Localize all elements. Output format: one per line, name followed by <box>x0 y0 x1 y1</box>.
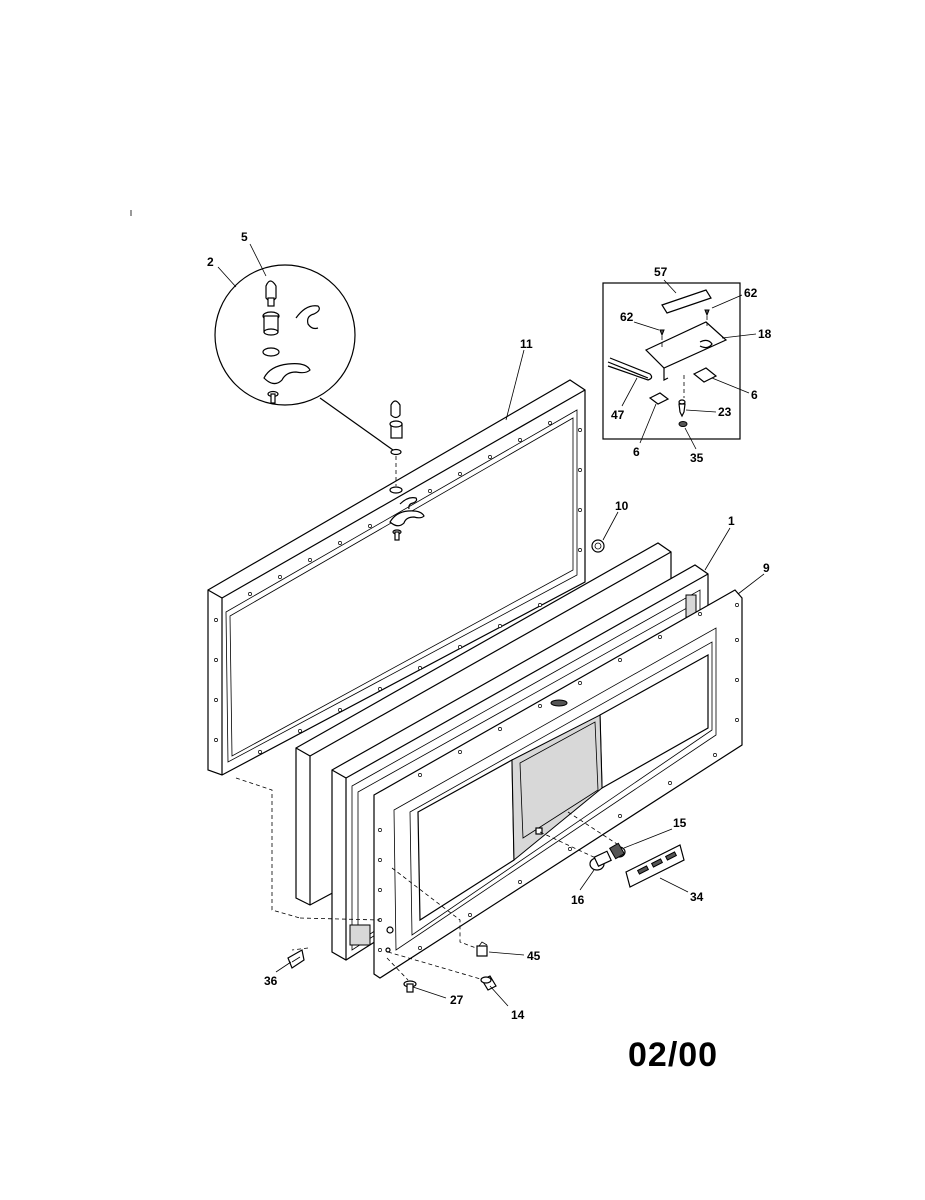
clip-part-36 <box>287 949 305 969</box>
bracket-part-18 <box>644 321 728 381</box>
clip-part-45 <box>476 941 488 957</box>
lamp-cover-part-34 <box>625 844 685 888</box>
lid-panel <box>207 379 586 776</box>
callout-15: 15 <box>673 816 687 830</box>
callout-34: 34 <box>690 890 704 904</box>
lock-clip-detail <box>295 305 320 330</box>
plug-part-27 <box>403 980 417 993</box>
callout-9: 9 <box>763 561 770 575</box>
lock-key-detail <box>265 280 277 307</box>
lock-detail-circle <box>214 264 394 451</box>
hinge-detail-box <box>602 282 741 440</box>
callout-10: 10 <box>615 499 629 513</box>
date-code: 02/00 <box>628 1036 719 1074</box>
bumper-part-10 <box>591 539 605 553</box>
lid-lock-parts <box>389 400 425 541</box>
lid-screw-holes <box>214 421 582 754</box>
callout-labels: 2 5 11 57 62 62 18 6 47 23 6 35 10 1 9 1… <box>207 230 772 1022</box>
callout-1: 1 <box>728 514 735 528</box>
tape-part-57 <box>661 289 712 314</box>
callout-14: 14 <box>511 1008 525 1022</box>
callout-47: 47 <box>611 408 625 422</box>
bulb-part-15 <box>608 842 626 860</box>
callout-62-left: 62 <box>620 310 634 324</box>
callout-62-right: 62 <box>744 286 758 300</box>
callout-18: 18 <box>758 327 772 341</box>
leader-lines <box>217 243 765 1007</box>
lock-cylinder-detail <box>262 311 280 336</box>
assembly-dash-lines <box>235 777 621 981</box>
callout-23: 23 <box>718 405 732 419</box>
callout-45: 45 <box>527 949 541 963</box>
callout-11: 11 <box>520 337 533 351</box>
callout-5: 5 <box>241 230 248 244</box>
callout-16: 16 <box>571 893 585 907</box>
washer-part-35 <box>678 421 688 427</box>
socket-part-16 <box>589 850 612 871</box>
bushing-part-14 <box>480 975 497 991</box>
callout-57: 57 <box>654 265 668 279</box>
lock-cam-detail <box>263 363 311 385</box>
pin-part-23 <box>678 399 686 418</box>
lock-screw-detail <box>267 390 279 404</box>
callout-27: 27 <box>450 993 464 1007</box>
liner-screw-holes <box>378 603 739 952</box>
callout-35: 35 <box>690 451 704 465</box>
callout-36: 36 <box>264 974 278 988</box>
inner-liner-part-9 <box>373 589 743 979</box>
spring-part-47 <box>607 357 653 381</box>
callout-6-right: 6 <box>751 388 758 402</box>
callout-2: 2 <box>207 255 214 269</box>
callout-6-left: 6 <box>633 445 640 459</box>
lock-ring-detail <box>262 347 280 357</box>
